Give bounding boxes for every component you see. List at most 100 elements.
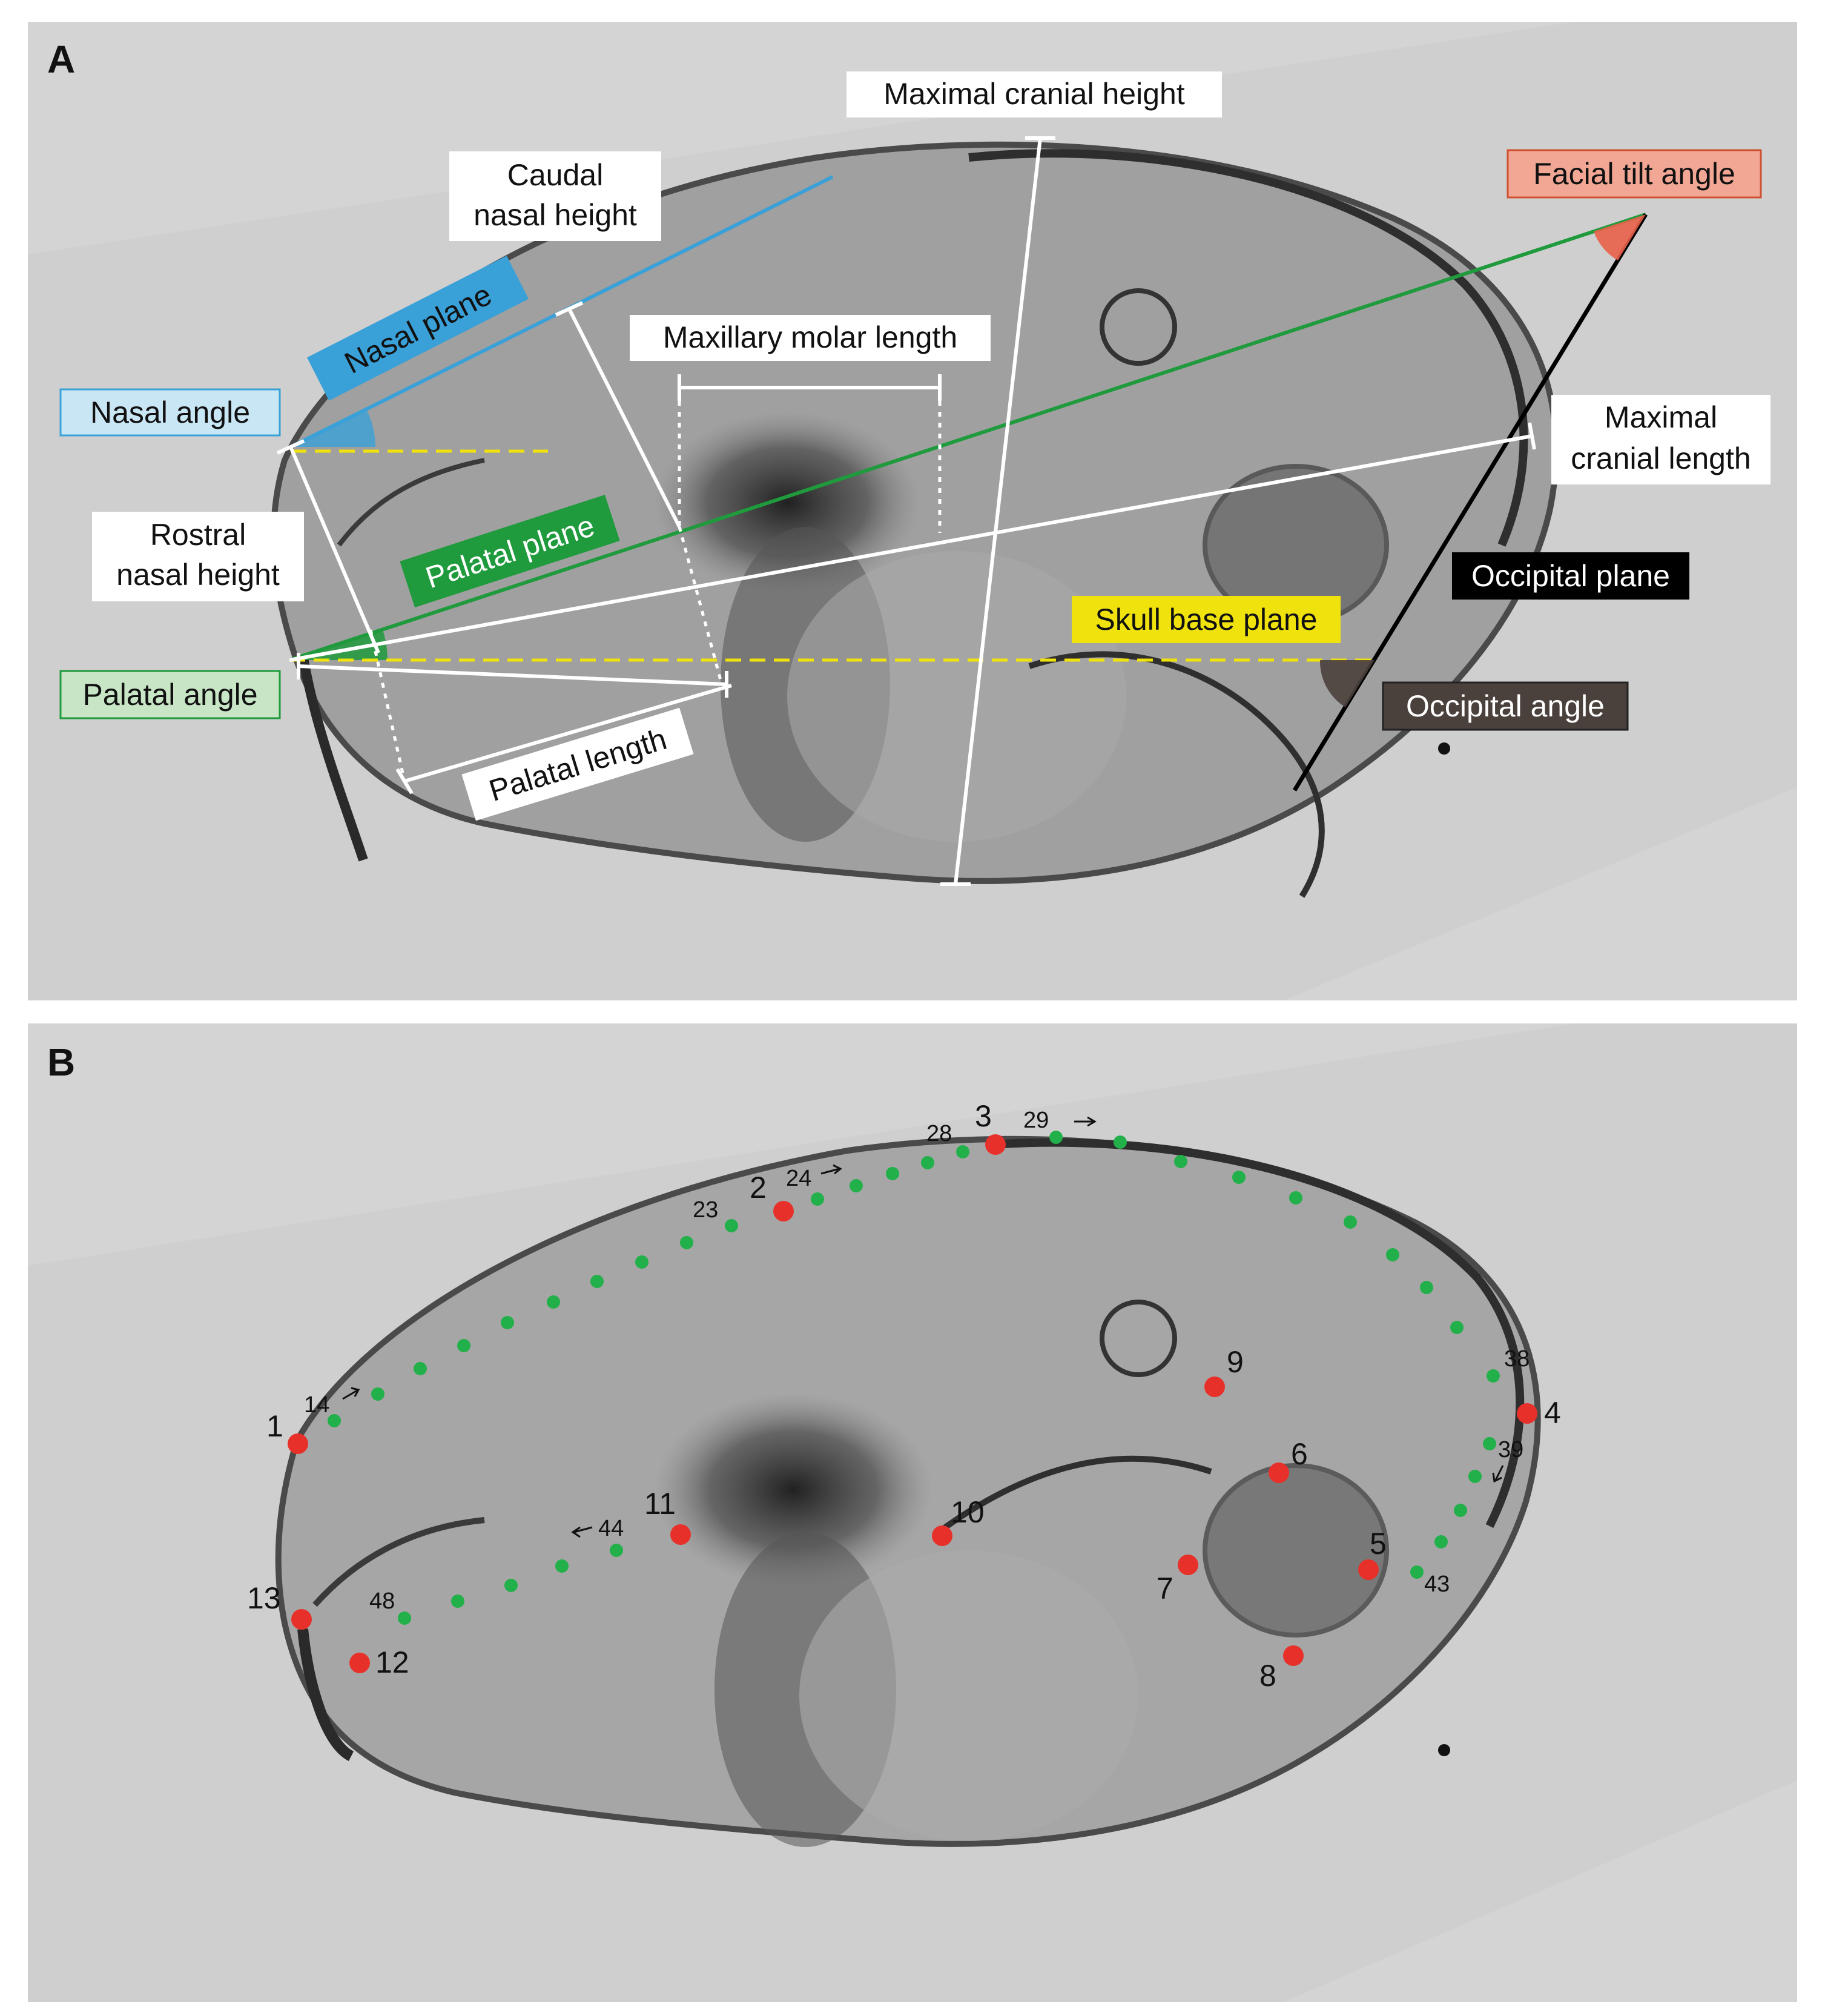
semilandmark-39-label: 39 [1498,1437,1523,1462]
label-facial-tilt-angle: Facial tilt angle [1507,149,1762,199]
fixed-landmarks [288,1134,1537,1673]
landmark-6-label: 6 [1291,1437,1308,1471]
panel-b-skull-xray [275,1135,1541,1847]
semilandmark-dot [1434,1535,1448,1548]
semilandmark-dot [504,1579,518,1592]
label-occipital-plane: Occipital plane [1452,552,1689,600]
semilandmark-dot [1174,1155,1187,1168]
landmark-8-dot [1283,1645,1304,1666]
landmark-6-dot [1269,1462,1289,1483]
label-caudal-nasal-height-line1: Caudal [507,158,603,192]
semilandmark-43-label: 43 [1424,1571,1450,1597]
semilandmark-dot [1450,1321,1464,1334]
semilandmarks [328,1131,1500,1625]
landmark-11-dot [670,1524,691,1545]
landmark-8-label: 8 [1259,1659,1276,1693]
semilandmark-dot [886,1167,899,1180]
direction-arrows [342,1116,1504,1538]
semilandmark-dot [371,1387,384,1401]
semilandmark-labels: 14 23 24 28 29 38 39 43 44 48 [304,1108,1530,1614]
landmark-1-label: 1 [266,1409,283,1443]
label-caudal-nasal-height-line2: nasal height [474,198,637,232]
semilandmark-44-label: 44 [598,1516,624,1541]
landmark-13-label: 13 [247,1581,281,1615]
landmark-9-label: 9 [1227,1345,1244,1379]
semilandmark-dot [414,1362,427,1375]
semilandmark-dot [1049,1131,1063,1144]
label-palatal-angle: Palatal angle [59,670,281,719]
nasal-angle-wedge [291,409,375,447]
caudal-nasal-height-measure [555,301,681,528]
semilandmark-dot [328,1414,341,1427]
label-skull-base-plane: Skull base plane [1072,596,1341,643]
panel-a-skull-xray [270,141,1559,898]
semilandmark-dot [725,1219,738,1232]
semilandmark-dot [1483,1437,1496,1450]
arrow-icon [1074,1116,1097,1127]
semilandmark-dot [1420,1281,1433,1294]
semilandmark-dot [451,1595,464,1608]
landmark-5-dot [1358,1559,1379,1580]
arrow-icon [342,1387,360,1400]
semilandmark-dot [921,1156,934,1169]
landmark-4-label: 4 [1544,1396,1561,1430]
semilandmark-dot [1487,1369,1500,1383]
label-maximal-cranial-length: Maximal cranial length [1551,395,1771,484]
arrow-icon [1492,1465,1504,1483]
landmark-10-dot [932,1525,952,1546]
semilandmark-dot [1410,1565,1424,1579]
label-skull-base-plane-text: Skull base plane [1095,603,1318,636]
semilandmark-29-label: 29 [1023,1108,1049,1133]
maximal-cranial-height-measure [940,136,1055,886]
label-maxillary-molar-length: Maxillary molar length [630,315,991,361]
semilandmark-dot [850,1179,863,1192]
label-maximal-cranial-height: Maximal cranial height [846,71,1222,117]
semilandmark-dot [1289,1191,1302,1205]
label-maximal-cranial-length-line1: Maximal [1605,400,1717,434]
semilandmark-28-label: 28 [926,1121,952,1146]
rostral-nasal-height-measure [276,439,380,654]
semilandmark-dot [1468,1470,1482,1483]
label-rostral-nasal-height: Rostral nasal height [92,512,304,601]
label-occipital-plane-text: Occipital plane [1471,559,1670,593]
landmark-7-dot [1178,1555,1198,1575]
semilandmark-dot [501,1316,514,1329]
landmark-4-dot [1517,1403,1537,1424]
landmark-12-dot [349,1653,370,1673]
semilandmark-dot [590,1275,604,1288]
landmark-3-dot [985,1134,1006,1155]
semilandmark-dot [635,1255,648,1269]
semilandmark-38-label: 38 [1504,1346,1530,1372]
occipital-angle-wedge [1319,660,1375,707]
maximal-cranial-length-measure [289,422,1536,662]
semilandmark-23-label: 23 [693,1197,718,1223]
semilandmark-dot [398,1611,411,1625]
panel-a: A [28,22,1797,1000]
label-facial-tilt-angle-text: Facial tilt angle [1533,157,1735,191]
label-caudal-nasal-height: Caudal nasal height [449,151,661,241]
landmark-2-dot [773,1201,794,1221]
arrow-icon [820,1164,842,1175]
label-nasal-angle-text: Nasal angle [90,395,250,429]
landmark-13-dot [291,1609,312,1630]
semilandmark-dot [956,1145,969,1158]
label-rostral-nasal-height-line2: nasal height [116,558,280,592]
palatal-angle-wedge [289,630,388,660]
semilandmark-48-label: 48 [369,1588,395,1614]
landmark-12-label: 12 [375,1645,409,1679]
landmark-1-dot [288,1433,308,1454]
semilandmark-dot [555,1559,569,1573]
semilandmark-dot [547,1295,560,1309]
panel-a-letter: A [47,38,75,81]
landmark-3-label: 3 [975,1099,992,1133]
label-maxillary-molar-length-text: Maxillary molar length [663,320,957,354]
palatal-length-measure [297,526,732,795]
arrow-icon [571,1526,593,1538]
facial-tilt-angle-wedge [1594,214,1646,260]
landmark-10-label: 10 [951,1495,985,1529]
semilandmark-dot [457,1339,470,1352]
landmark-7-label: 7 [1157,1571,1173,1605]
panel-b-letter: B [47,1040,75,1084]
landmark-5-label: 5 [1370,1527,1387,1561]
